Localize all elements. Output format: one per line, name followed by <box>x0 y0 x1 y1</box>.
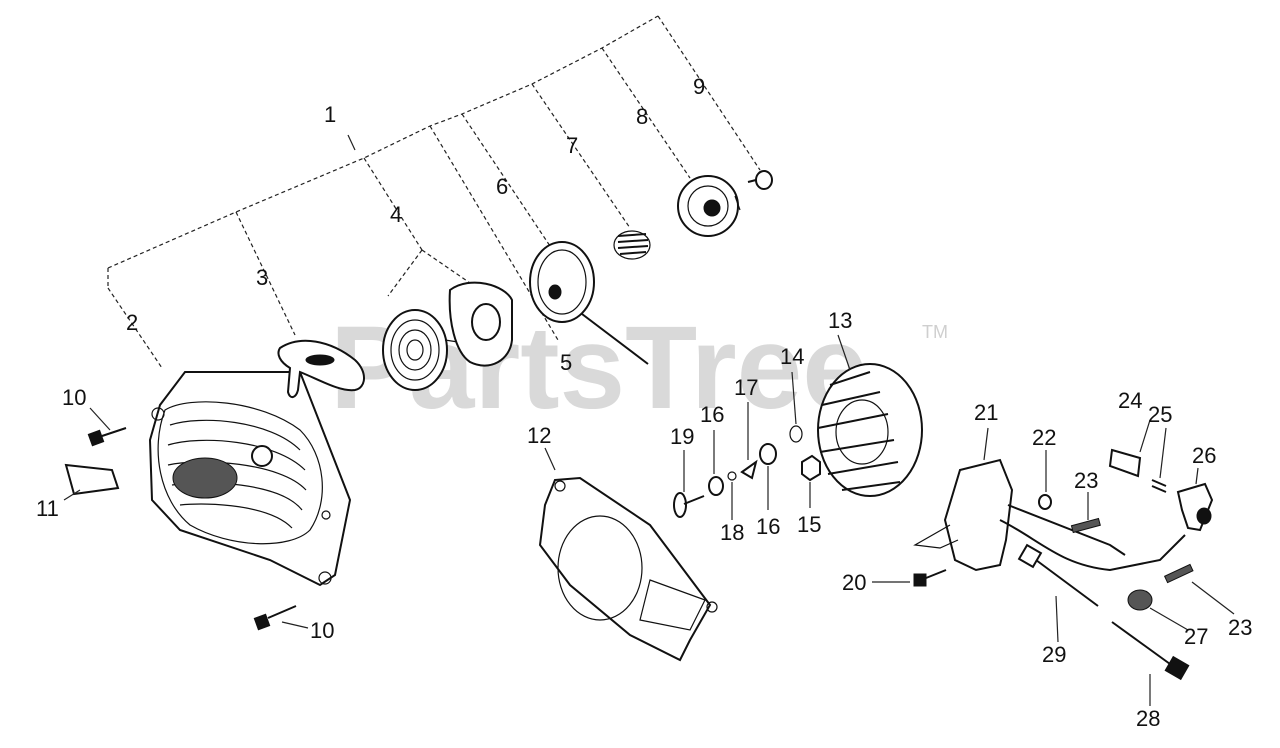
label-16-upper: 16 <box>700 402 724 427</box>
label-14: 14 <box>780 344 804 369</box>
label-21: 21 <box>974 400 998 425</box>
pawl-spring <box>613 230 651 260</box>
ignition-coil <box>913 458 1186 572</box>
label-27: 27 <box>1184 624 1208 649</box>
decal-sticker <box>64 463 120 496</box>
label-23-upper: 23 <box>1074 468 1098 493</box>
assembly-leader-lines <box>107 15 761 369</box>
label-17: 17 <box>734 375 758 400</box>
label-3: 3 <box>256 265 268 290</box>
label-7: 7 <box>566 133 578 158</box>
bolt-19 <box>673 492 705 518</box>
label-22: 22 <box>1032 425 1056 450</box>
label-11: 11 <box>36 496 59 521</box>
label-28: 28 <box>1136 706 1160 731</box>
label-12: 12 <box>527 423 551 448</box>
label-20: 20 <box>842 570 866 595</box>
washer-22 <box>1038 494 1052 510</box>
bolt-10-upper <box>87 427 127 447</box>
label-29: 29 <box>1042 642 1066 667</box>
bolt-10-lower <box>253 605 297 631</box>
washer-16b <box>759 443 777 465</box>
plug-cap-26 <box>1176 482 1214 532</box>
label-10-lower: 10 <box>310 618 334 643</box>
label-8: 8 <box>636 104 648 129</box>
label-5: 5 <box>560 350 572 375</box>
stop-switch-lead-28 <box>1111 621 1190 681</box>
grommet-27 <box>1127 589 1153 611</box>
label-25: 25 <box>1148 402 1172 427</box>
starter-housing <box>148 371 352 587</box>
flywheel <box>817 363 923 497</box>
label-15: 15 <box>797 512 821 537</box>
watermark-trademark: TM <box>922 322 948 342</box>
spring-case <box>448 281 513 367</box>
starter-handle <box>277 339 365 398</box>
part-number-labels: 1 2 3 4 5 6 7 8 9 10 10 11 12 13 14 15 1… <box>36 74 1252 731</box>
clip-23-lower <box>1163 563 1194 584</box>
label-24: 24 <box>1118 388 1142 413</box>
label-4: 4 <box>390 202 402 227</box>
label-2: 2 <box>126 310 138 335</box>
connector-24 <box>1108 448 1142 478</box>
clip-23-upper <box>1070 517 1101 534</box>
label-18: 18 <box>720 520 744 545</box>
label-9: 9 <box>693 74 705 99</box>
label-6: 6 <box>496 174 508 199</box>
label-26: 26 <box>1192 443 1216 468</box>
bolt-20 <box>913 569 947 587</box>
spring-18 <box>727 471 737 481</box>
pawl-17 <box>740 459 758 480</box>
nut-15 <box>801 454 821 482</box>
ground-lead-29 <box>1017 543 1099 607</box>
label-10-upper: 10 <box>62 385 86 410</box>
ratchet <box>677 175 741 237</box>
label-19: 19 <box>670 424 694 449</box>
label-1: 1 <box>324 102 336 127</box>
label-16-lower: 16 <box>756 514 780 539</box>
spring-25 <box>1151 479 1167 493</box>
label-23-lower: 23 <box>1228 615 1252 640</box>
number-leaders <box>63 334 1235 706</box>
washer-16a <box>708 476 724 496</box>
starter-rope <box>581 313 649 365</box>
label-13: 13 <box>828 308 852 333</box>
rope-pulley <box>529 241 595 323</box>
screw-9 <box>747 170 773 190</box>
washer-14 <box>789 425 803 443</box>
fan-shroud <box>538 476 718 662</box>
recoil-spring <box>382 309 459 391</box>
